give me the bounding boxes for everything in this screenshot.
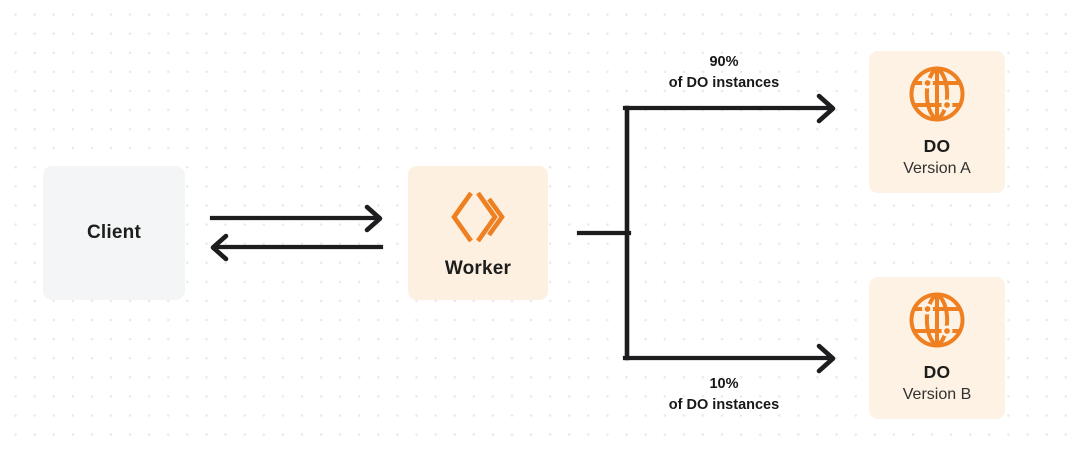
node-do-b-sublabel: Version B <box>902 386 972 404</box>
node-do-version-a: DO Version A <box>869 51 1005 193</box>
node-worker: Worker <box>408 166 548 300</box>
edge-label-bottom-caption: of DO instances <box>668 396 780 413</box>
node-worker-label: Worker <box>444 257 512 279</box>
node-do-version-b: DO Version B <box>869 277 1005 419</box>
edge-worker-to-client <box>210 233 384 262</box>
worker-chevron-icon <box>447 186 509 248</box>
edge-bus-to-do-b <box>622 343 836 374</box>
edge-bus-to-do-a <box>622 93 836 124</box>
globe-icon <box>907 290 967 350</box>
node-client-label: Client <box>87 221 141 243</box>
node-do-a-label: DO <box>923 136 951 157</box>
edge-label-top-percent: 90% <box>709 54 739 70</box>
edge-label-top: 90% of DO instances <box>634 52 814 93</box>
node-client: Client <box>43 166 185 300</box>
node-do-b-label: DO <box>923 362 951 383</box>
node-do-a-sublabel: Version A <box>903 160 971 178</box>
edge-label-bottom: 10% of DO instances <box>634 374 814 415</box>
edge-client-to-worker <box>209 204 383 233</box>
edge-label-bottom-percent: 10% <box>709 376 739 392</box>
globe-icon <box>907 64 967 124</box>
edge-worker-split-bus <box>576 105 632 361</box>
edge-label-top-caption: of DO instances <box>668 74 780 91</box>
